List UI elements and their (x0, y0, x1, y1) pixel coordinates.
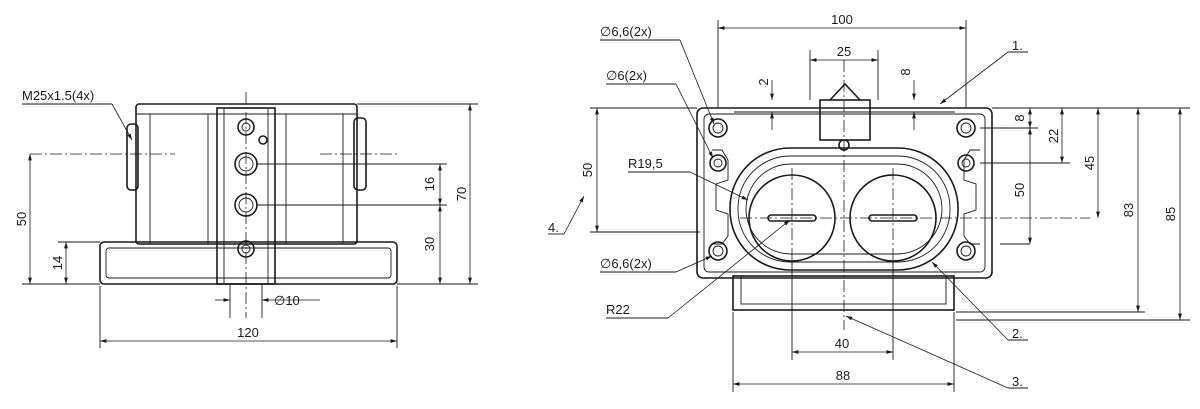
lower-body (732, 275, 955, 311)
dim-45: 45 (1082, 156, 1097, 170)
mount-hole-tr (956, 118, 976, 138)
callout-2: 2. (1012, 326, 1023, 341)
dim-width-100: 100 (831, 12, 853, 27)
dim-83: 83 (1121, 203, 1136, 217)
label-dia-10: ∅10 (274, 293, 300, 308)
callout-1: 1. (1012, 38, 1023, 53)
dim-height-14: 14 (50, 256, 65, 270)
dim-width-88: 88 (836, 368, 850, 383)
dim-height-16: 16 (422, 177, 437, 191)
dim-height-30: 30 (422, 237, 437, 251)
base-plate-inner (105, 247, 392, 279)
label-hole-bot: ∅6,6(2x) (600, 256, 652, 271)
mount-hole-tl (708, 118, 728, 138)
dim-height-50: 50 (14, 212, 29, 226)
label-r22: R22 (606, 302, 630, 317)
dim-8: 8 (1012, 114, 1027, 121)
mount-hole-br (956, 241, 976, 261)
mount-hole-ml (709, 154, 727, 172)
mount-hole-mr (957, 154, 975, 172)
dim-85: 85 (1163, 207, 1178, 221)
dim-50-left: 50 (580, 163, 595, 177)
dim-2: 2 (756, 78, 771, 85)
label-r19-5: R19,5 (628, 156, 663, 171)
dim-50-right: 50 (1012, 183, 1027, 197)
label-thread-m25: M25x1.5(4x) (22, 88, 94, 103)
dim-width-25: 25 (837, 44, 851, 59)
top-actuator (819, 99, 871, 141)
dim-22: 22 (1046, 129, 1061, 143)
dim-height-70: 70 (454, 187, 469, 201)
label-hole-mid: ∅6(2x) (606, 68, 647, 83)
housing-body (135, 103, 358, 245)
dim-width-40: 40 (835, 336, 849, 351)
mount-hole-bl (708, 241, 728, 261)
front-housing (696, 107, 993, 279)
callout-4: 4. (548, 220, 559, 235)
dim-8-top: 8 (898, 68, 913, 75)
dim-width-120: 120 (237, 325, 259, 340)
left-view: 120 70 50 14 16 30 ∅10 M25x1.5(4x) (14, 88, 478, 348)
label-hole-top: ∅6,6(2x) (600, 24, 652, 39)
callout-3: 3. (1012, 374, 1023, 389)
thread-boss-left (126, 123, 139, 191)
right-view: 100 25 40 88 2 8 8 22 45 50 50 83 (548, 12, 1190, 392)
